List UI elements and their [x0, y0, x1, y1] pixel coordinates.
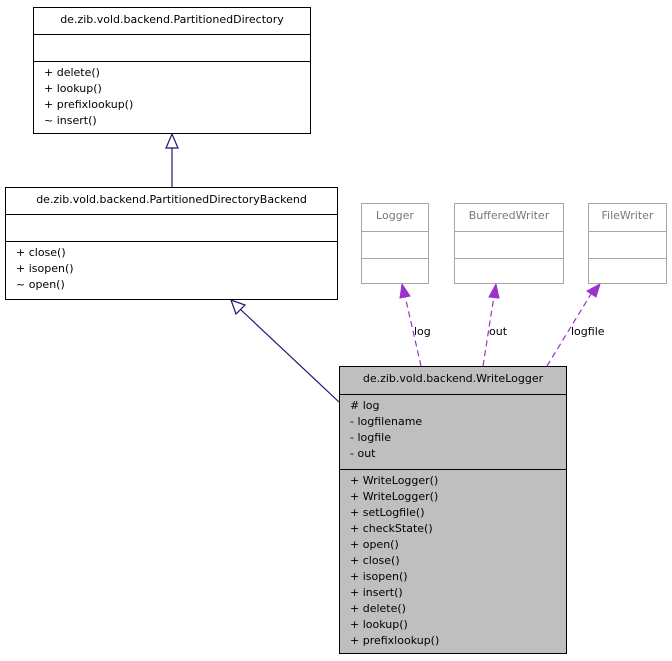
- class-partitioned-directory[interactable]: de.zib.vold.backend.PartitionedDirectory…: [33, 7, 311, 134]
- association-line-log: [404, 295, 422, 367]
- inheritance-arrowhead-writelogger: [230, 299, 247, 316]
- class-partitioned-directory-backend[interactable]: de.zib.vold.backend.PartitionedDirectory…: [5, 187, 338, 300]
- method: + insert(): [350, 586, 403, 599]
- method: + close(): [16, 246, 66, 259]
- attribute: - logfilename: [350, 415, 423, 428]
- attribute: - logfile: [350, 431, 391, 444]
- class-name: Logger: [376, 209, 414, 222]
- association-arrowhead-logfile: [586, 282, 601, 298]
- inheritance-arrowhead-backend: [165, 132, 179, 149]
- class-name: FileWriter: [601, 209, 654, 222]
- attributes-section: [455, 231, 563, 258]
- class-name: de.zib.vold.backend.PartitionedDirectory…: [36, 193, 307, 206]
- attributes-section: [362, 231, 428, 258]
- method: + lookup(): [350, 618, 408, 631]
- attributes-section: [589, 231, 666, 258]
- methods-section: + delete() + lookup() + prefixlookup() ~…: [34, 61, 310, 129]
- method: + delete(): [350, 602, 406, 615]
- attributes-section: # log - logfilename - logfile - out: [340, 394, 566, 469]
- method: + prefixlookup(): [44, 98, 134, 111]
- method: + isopen(): [16, 262, 74, 275]
- methods-section: + WriteLogger() + WriteLogger() + setLog…: [340, 469, 566, 649]
- method: ~ insert(): [44, 114, 97, 127]
- method: + checkState(): [350, 522, 433, 535]
- association-line-logfile: [546, 293, 592, 367]
- attribute: # log: [350, 399, 380, 412]
- association-line-out: [482, 295, 495, 367]
- methods-section: [589, 258, 666, 283]
- methods-section: + close() + isopen() ~ open(): [6, 241, 337, 293]
- method: + isopen(): [350, 570, 408, 583]
- attributes-section: [6, 214, 337, 241]
- edge-label-out: out: [489, 325, 508, 338]
- association-arrowhead-out: [488, 282, 500, 299]
- method: + WriteLogger(): [350, 490, 439, 503]
- method: ~ open(): [16, 278, 65, 291]
- attributes-section: [34, 34, 310, 61]
- edge-label-logfile: logfile: [571, 325, 605, 338]
- methods-section: [455, 258, 563, 283]
- attribute: - out: [350, 447, 376, 460]
- class-name: de.zib.vold.backend.PartitionedDirectory: [60, 13, 284, 26]
- method: + delete(): [44, 66, 100, 79]
- method: + WriteLogger(): [350, 474, 439, 487]
- class-name: BufferedWriter: [468, 209, 550, 222]
- method: + close(): [350, 554, 400, 567]
- inheritance-line-writelogger: [239, 308, 340, 403]
- association-arrowhead-log: [399, 282, 411, 299]
- class-file-writer[interactable]: FileWriter: [588, 203, 667, 284]
- method: + setLogfile(): [350, 506, 425, 519]
- method: + open(): [350, 538, 399, 551]
- method: + lookup(): [44, 82, 102, 95]
- class-name: de.zib.vold.backend.WriteLogger: [362, 372, 544, 385]
- class-logger[interactable]: Logger: [361, 203, 429, 284]
- method: + prefixlookup(): [350, 634, 440, 647]
- edge-label-log: log: [414, 325, 431, 338]
- methods-section: [362, 258, 428, 283]
- class-write-logger[interactable]: de.zib.vold.backend.WriteLogger # log - …: [339, 366, 567, 654]
- class-buffered-writer[interactable]: BufferedWriter: [454, 203, 564, 284]
